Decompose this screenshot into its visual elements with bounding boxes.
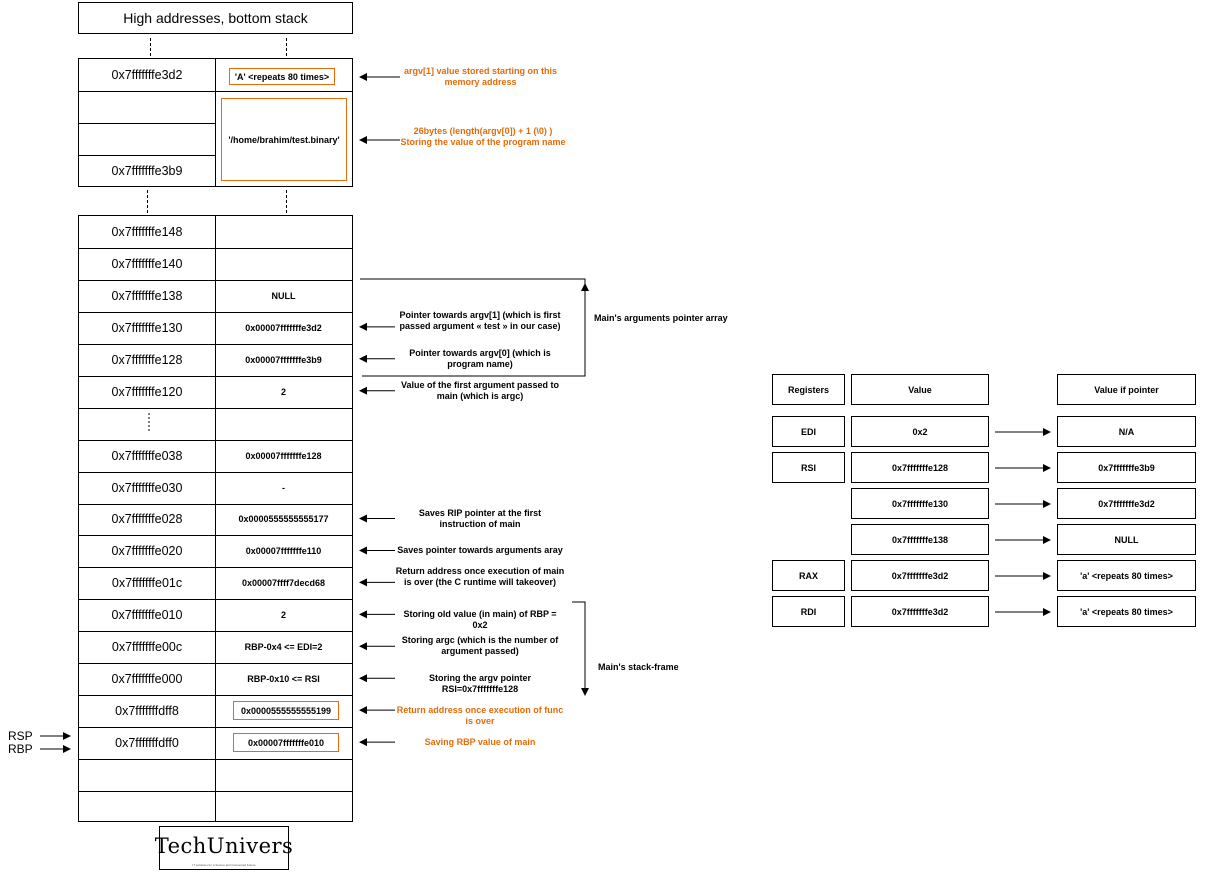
dashed-connector xyxy=(150,38,151,56)
stack-row-annotation: Pointer towards argv[1] (which is first … xyxy=(399,310,561,332)
stack-row-annotation: Storing old value (in main) of RBP = 0x2 xyxy=(403,608,557,630)
logo-name: TechUnivers xyxy=(154,834,294,858)
stack-row-value: 0x0000555555555177 xyxy=(238,514,329,525)
stack-row-address: 0x7fffffffe038 xyxy=(111,448,183,463)
stack-row-address: 0x7fffffffe140 xyxy=(111,256,183,271)
stack-row-value: NULL xyxy=(271,290,296,301)
args-array-label: Main's arguments pointer array xyxy=(594,313,728,323)
pointer-header: Value if pointer xyxy=(1057,374,1196,405)
register-name: RDI xyxy=(772,596,845,627)
register-value: 0x7fffffffe3d2 xyxy=(851,560,989,591)
address-label: 0x7fffffffe3d2 xyxy=(111,68,183,82)
argv1-string-value: 'A' <repeats 80 times> xyxy=(229,68,335,85)
address-label: 0x7fffffffe3b9 xyxy=(111,164,183,178)
registers-header: Registers xyxy=(772,374,845,405)
program-name-annotation: 26bytes (length(argv[0]) + 1 (\0) ) Stor… xyxy=(400,126,566,147)
stack-row-annotation: Saves RIP pointer at the first instructi… xyxy=(418,507,542,529)
register-pointer-value: 0x7fffffffe3d2 xyxy=(1057,488,1196,519)
stack-row-address: 0x7fffffffe028 xyxy=(111,512,183,527)
register-pointer-value: NULL xyxy=(1057,524,1196,555)
register-value: 0x7fffffffe128 xyxy=(851,452,989,483)
techunivers-logo: TechUnivers IT solutions for a Secure an… xyxy=(154,826,294,870)
argv1-annotation: argv[1] value stored starting on this me… xyxy=(403,66,558,87)
register-pointer-value: N/A xyxy=(1057,416,1196,447)
register-value: 0x2 xyxy=(851,416,989,447)
stack-title: High addresses, bottom stack xyxy=(78,2,353,34)
register-pointer-value: 'a' <repeats 80 times> xyxy=(1057,596,1196,627)
register-pointer-value: 'a' <repeats 80 times> xyxy=(1057,560,1196,591)
stack-row-value: - xyxy=(282,482,285,493)
stack-row-address: 0x7fffffffe020 xyxy=(111,544,183,559)
stack-row-value: 0x00007ffff7decd68 xyxy=(241,578,326,589)
rbp-label: RBP xyxy=(8,742,33,756)
register-name: RSI xyxy=(772,452,845,483)
stack-row-value: 2 xyxy=(280,610,286,621)
stack-row-annotation: Return address once execution of func is… xyxy=(396,704,564,726)
register-name: EDI xyxy=(772,416,845,447)
stack-row-address: 0x7fffffffe030 xyxy=(111,480,183,495)
register-value: 0x7fffffffe3d2 xyxy=(851,596,989,627)
register-pointer-value: 0x7fffffffe3b9 xyxy=(1057,452,1196,483)
register-name: RAX xyxy=(772,560,845,591)
dashed-connector xyxy=(286,190,287,213)
stack-row-address: 0x7fffffffe010 xyxy=(111,608,183,623)
stack-row-address: 0x7fffffffe148 xyxy=(111,224,183,239)
logo-tagline: IT solutions for a Secure and Connected … xyxy=(192,863,256,867)
stack-row-annotation: Pointer towards argv[0] (which is progra… xyxy=(409,347,551,369)
value-header: Value xyxy=(851,374,989,405)
stack-row-address: 0x7fffffffe01c xyxy=(111,576,183,591)
stack-row-value: 0x00007fffffffe3b9 xyxy=(245,354,322,365)
dashed-connector xyxy=(147,190,148,213)
register-value: 0x7fffffffe138 xyxy=(851,524,989,555)
stack-row-address: 0x7fffffffe130 xyxy=(111,320,183,335)
stack-row-annotation: Value of the first argument passed to ma… xyxy=(400,379,560,401)
stack-row-address: 0x7fffffffe120 xyxy=(111,384,183,399)
register-value: 0x7fffffffe130 xyxy=(851,488,989,519)
stack-row-value: 0x00007fffffffe3d2 xyxy=(245,322,322,333)
stack-row-address: 0x7fffffffdff8 xyxy=(115,704,179,719)
stack-row-annotation: Return address once execution of main is… xyxy=(395,565,565,587)
stack-row-value: 2 xyxy=(280,386,286,397)
stack-row-value: 0x00007fffffffe010 xyxy=(233,733,339,753)
stack-row-annotation: Saves pointer towards arguments aray xyxy=(397,544,563,555)
stack-row-value: RBP-0x10 <= RSI xyxy=(247,674,320,685)
stack-row-value: RBP-0x4 <= EDI=2 xyxy=(244,642,323,653)
program-name-value: '/home/brahim/test.binary' xyxy=(221,98,347,181)
stack-row-value: 0x0000555555555199 xyxy=(233,701,339,721)
stack-row-value: 0x00007fffffffe110 xyxy=(245,546,322,557)
stack-row-address: 0x7fffffffe138 xyxy=(111,288,183,303)
stack-row-value: 0x00007fffffffe128 xyxy=(245,450,322,461)
rsp-label: RSP xyxy=(8,729,33,743)
stack-row-annotation: Saving RBP value of main xyxy=(424,736,536,747)
dashed-connector xyxy=(286,38,287,56)
stack-row-address: 0x7fffffffdff0 xyxy=(115,736,179,751)
stack-frame-label: Main's stack-frame xyxy=(598,662,679,672)
stack-row-address: 0x7fffffffe128 xyxy=(111,352,183,367)
top-memory-block: 0x7fffffffe3d2 0x7fffffffe3b9 xyxy=(78,58,353,187)
stack-row-address: 0x7fffffffe00c xyxy=(111,640,183,655)
stack-row-annotation: Storing argc (which is the number of arg… xyxy=(401,635,559,657)
stack-frame-bracket xyxy=(572,601,586,690)
stack-table: 0x7fffffffe148 0x7fffffffe140 0x7fffffffe1… xyxy=(78,215,353,822)
stack-row-annotation: Storing the argv pointer RSI=0x7fffffffe… xyxy=(428,672,531,694)
stack-row-address: 0x7fffffffe000 xyxy=(111,672,183,687)
